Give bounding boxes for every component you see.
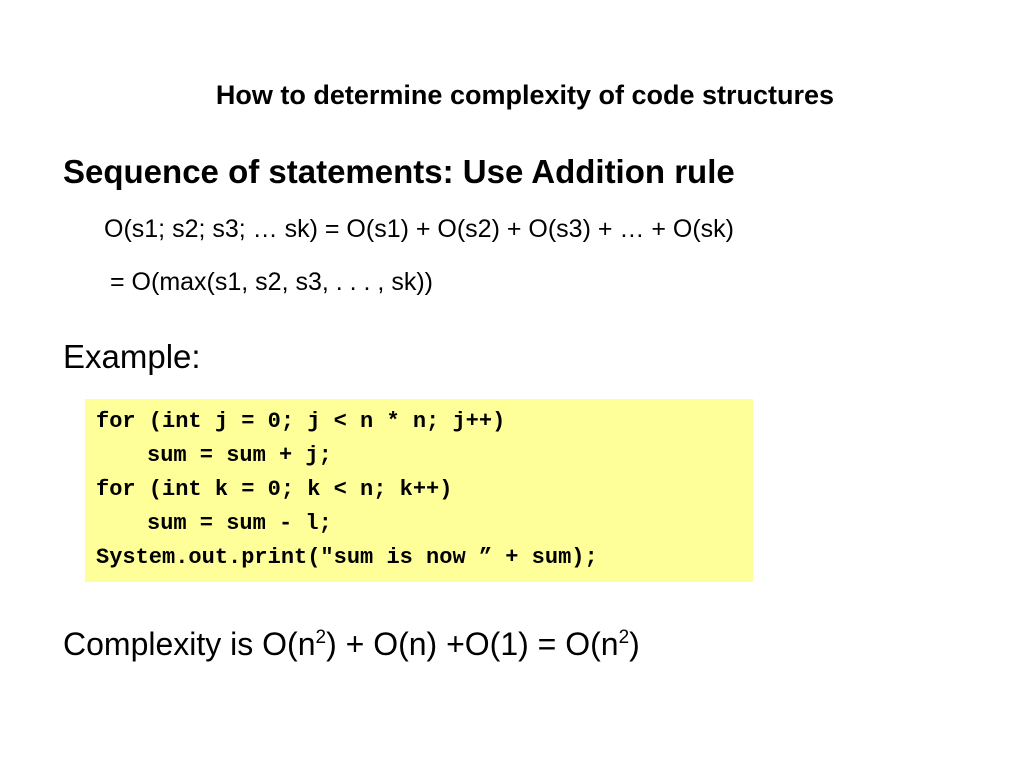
exponent: 2: [315, 627, 327, 648]
slide-title: How to determine complexity of code stru…: [215, 80, 835, 110]
code-block: for (int j = 0; j < n * n; j++) sum = su…: [85, 399, 753, 582]
example-label: Example:: [63, 338, 201, 375]
formula-line-2: = O(max(s1, s2, s3, . . . , sk)): [110, 268, 433, 296]
complexity-text: ) + O(n) +O(1) = O(n: [326, 626, 619, 662]
code-line: for (int j = 0; j < n * n; j++): [96, 409, 506, 434]
complexity-text: ): [629, 626, 640, 662]
exponent: 2: [618, 627, 630, 648]
complexity-statement: Complexity is O(n2) + O(n) +O(1) = O(n2): [63, 626, 640, 663]
code-line: for (int k = 0; k < n; k++): [96, 477, 453, 502]
code-line: sum = sum + j;: [147, 443, 332, 468]
formula-line-1: O(s1; s2; s3; … sk) = O(s1) + O(s2) + O(…: [104, 215, 734, 243]
complexity-text: Complexity is O(n: [63, 626, 316, 662]
code-line: System.out.print("sum is now ” + sum);: [96, 545, 598, 570]
section-heading: Sequence of statements: Use Addition rul…: [63, 153, 735, 190]
code-line: sum = sum - l;: [147, 511, 332, 536]
